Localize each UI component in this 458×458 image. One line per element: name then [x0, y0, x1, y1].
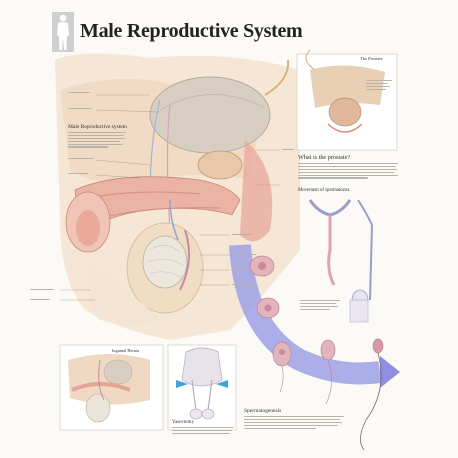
poster-title: Male Reproductive System	[80, 20, 303, 42]
label-group-left-upper	[68, 92, 94, 94]
human-figure-icon	[52, 12, 74, 52]
label-group-bottom-left-1	[30, 289, 58, 291]
prostate-question-heading: What is the prostate?	[298, 154, 351, 161]
main-section-heading: Male Reproductive system	[68, 124, 127, 130]
main-section-text	[68, 132, 126, 148]
movement-caption-box	[300, 300, 340, 310]
label-group-right-4	[232, 284, 262, 286]
prostate-box-title: The Prostate	[360, 56, 383, 61]
label-group-right-3	[232, 269, 262, 271]
label-group-left-4	[68, 173, 94, 175]
prostate-box-labels	[366, 80, 394, 90]
label-group-bottom-left-2	[30, 299, 58, 301]
label-group-right-2	[232, 254, 262, 256]
label-group-left-3	[68, 158, 94, 160]
label-group-left-2	[68, 108, 94, 110]
inset-bottom-left-title: Inguinal Hernia	[112, 348, 140, 353]
label-group-right-1	[232, 234, 262, 236]
vasectomy-text	[172, 427, 234, 435]
spermatogenesis-text	[244, 416, 344, 429]
reproductive-tract-inset	[308, 199, 374, 323]
spermatogenesis-title: Spermatogenesis	[244, 408, 282, 414]
vasectomy-title: Vasectomy	[172, 420, 194, 425]
spermatogenesis-cells	[249, 255, 384, 451]
prostate-text	[298, 163, 398, 179]
spermatozoa-movement-heading: Movement of spermatozoa	[298, 188, 350, 193]
label-group-prostate-1	[282, 149, 296, 151]
